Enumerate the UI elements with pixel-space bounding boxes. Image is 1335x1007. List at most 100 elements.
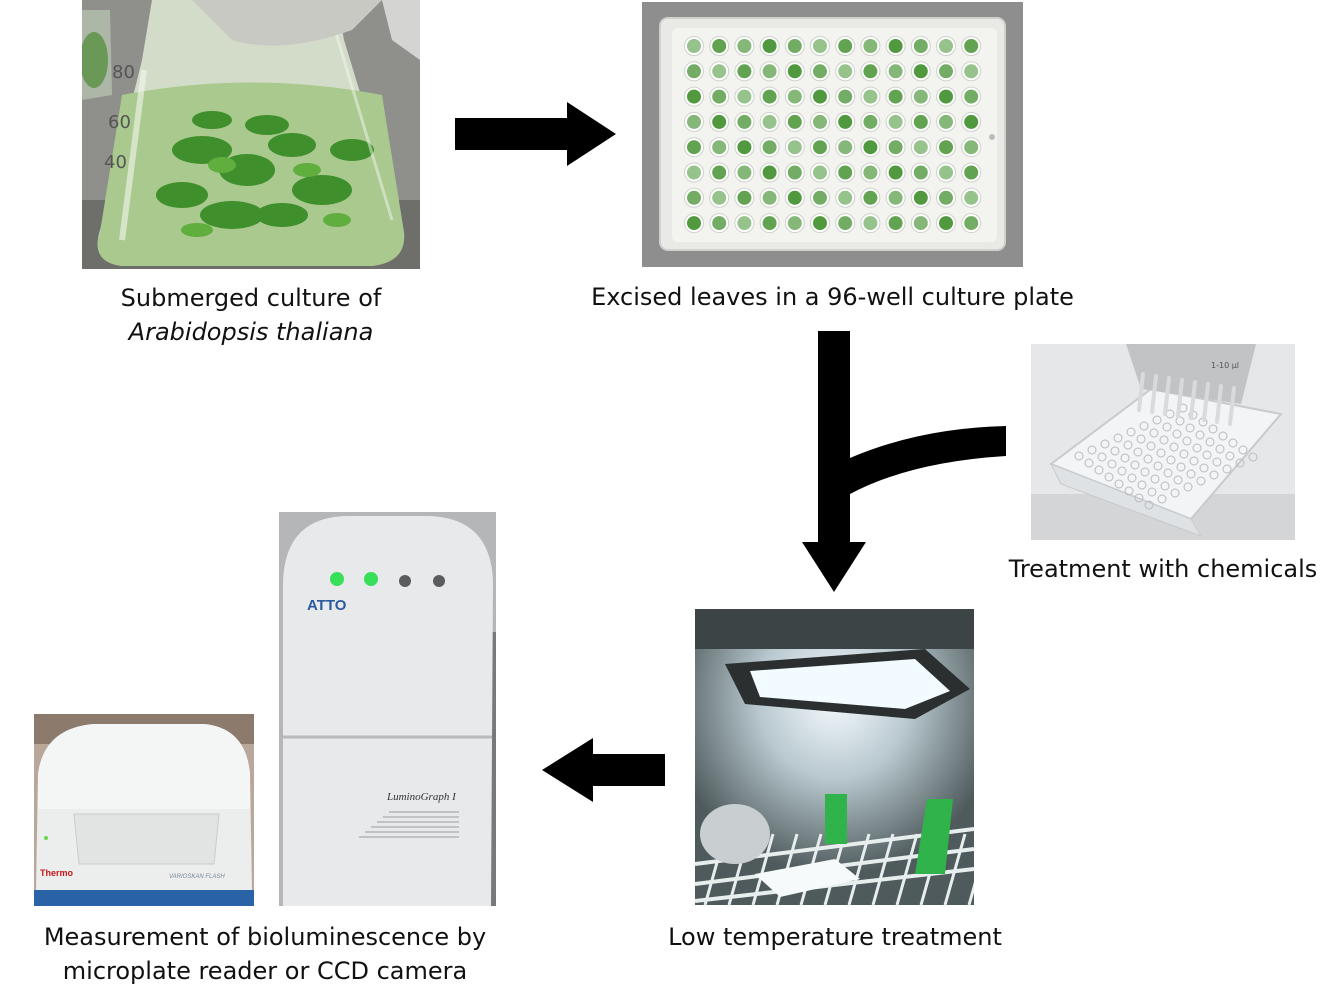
well-leaf (762, 216, 777, 231)
well-leaf (737, 114, 752, 129)
well-leaf (813, 114, 827, 129)
chem-plate-well (1238, 445, 1248, 455)
well-leaf (863, 64, 878, 79)
well-leaf (964, 216, 979, 231)
well-leaf (863, 39, 878, 53)
96-well-plate-icon (642, 2, 1023, 267)
arrow-left-icon (542, 738, 665, 802)
svg-text:60: 60 (108, 112, 131, 133)
chem-plate-well (1173, 475, 1183, 485)
well-leaf (712, 216, 727, 231)
chem-plate-well (1123, 440, 1133, 450)
microplate-reader-icon: Thermo VARIOSKAN FLASH (34, 714, 254, 906)
well-leaf (787, 39, 802, 53)
well-leaf (737, 64, 752, 79)
well-leaf (939, 190, 953, 205)
well-leaf (687, 140, 701, 155)
measurement-caption-line2: microplate reader or CCD camera (62, 957, 468, 985)
chem-plate-well (1139, 421, 1149, 431)
well-leaf (964, 89, 979, 104)
chem-plate-well (1144, 500, 1154, 510)
varioskan-label: VARIOSKAN FLASH (169, 874, 225, 880)
chem-plate-well (1169, 442, 1179, 452)
well-leaf (687, 114, 701, 129)
well-leaf (687, 190, 701, 205)
well-leaf (787, 89, 802, 104)
well-leaf (913, 39, 928, 53)
well-leaf (712, 114, 727, 129)
chem-plate-well (1199, 463, 1209, 473)
shelf-bar (751, 833, 775, 905)
incubator-light-icon (695, 609, 974, 905)
well-leaf (888, 165, 903, 180)
well-leaf (712, 39, 727, 53)
chem-plate-well (1162, 422, 1172, 432)
chem-plate-well (1074, 451, 1084, 461)
well-leaf (939, 89, 953, 104)
chem-plate-well (1235, 458, 1245, 468)
thermo-logo: Thermo (40, 868, 74, 878)
well-leaf (737, 140, 752, 155)
chem-plate-well (1113, 433, 1123, 443)
well-leaf (888, 216, 903, 231)
well-leaf (913, 89, 928, 104)
well-leaf (863, 165, 878, 180)
chem-plate-well (1143, 454, 1153, 464)
chem-plate-well (1157, 494, 1167, 504)
chem-plate-well (1153, 461, 1163, 471)
well-leaf (787, 165, 802, 180)
culture-caption: Submerged culture of Arabidopsis thalian… (82, 281, 420, 349)
chem-plate-well (1087, 445, 1097, 455)
ccd-camera-icon: ATTO LuminoGraph I (279, 512, 496, 906)
chem-plate-well (1130, 460, 1140, 470)
chem-plate-well (1189, 456, 1199, 466)
well-leaf (762, 64, 777, 79)
chem-plate-well (1208, 424, 1218, 434)
well-leaf (913, 140, 928, 155)
atto-logo: ATTO (307, 597, 347, 614)
pipette-tip (1176, 378, 1184, 418)
well-leaf (888, 114, 903, 129)
pipette-tip (1228, 386, 1236, 426)
well-leaf (737, 39, 752, 53)
well-leaf (813, 165, 827, 180)
chem-plate-well (1152, 415, 1162, 425)
chem-plate-well (1170, 488, 1180, 498)
well-leaf (762, 89, 777, 104)
chem-plate-well (1196, 476, 1206, 486)
flask-with-plants-icon: 80 60 40 (82, 0, 420, 269)
well-leaf (863, 89, 878, 104)
well-leaf (787, 114, 802, 129)
well-leaf (712, 64, 727, 79)
well-leaf (964, 140, 979, 155)
well-leaf (762, 140, 777, 155)
chem-plate-well (1133, 447, 1143, 457)
chemicals-merge-arrow-icon (850, 426, 1006, 494)
well-leaf (838, 39, 853, 53)
well-leaf (762, 165, 777, 180)
chem-plate-well (1104, 472, 1114, 482)
well-leaf (762, 190, 777, 205)
well-leaf (712, 89, 727, 104)
pipette-tip (1163, 376, 1171, 416)
chem-plate-well (1175, 416, 1185, 426)
well-leaf (787, 140, 802, 155)
chem-plate-well (1166, 455, 1176, 465)
chem-plate-well (1195, 430, 1205, 440)
chem-plate-well (1124, 486, 1134, 496)
low-temp-photo (695, 609, 974, 905)
chemicals-photo: 1-10 µl (1031, 344, 1295, 540)
chem-plate-well (1110, 446, 1120, 456)
well-leaf (737, 190, 752, 205)
chem-plate-well (1094, 465, 1104, 475)
well-leaf (939, 165, 953, 180)
chem-plate-well (1248, 452, 1258, 462)
culture-caption-line2: Arabidopsis thaliana (82, 315, 420, 349)
pipette-tip (1150, 374, 1158, 414)
chem-plate-well (1117, 466, 1127, 476)
chem-plate-well (1185, 423, 1195, 433)
well-leaf (712, 165, 727, 180)
chemicals-caption: Treatment with chemicals (1008, 555, 1318, 583)
chem-plate-well (1084, 458, 1094, 468)
well-leaf (787, 64, 802, 79)
